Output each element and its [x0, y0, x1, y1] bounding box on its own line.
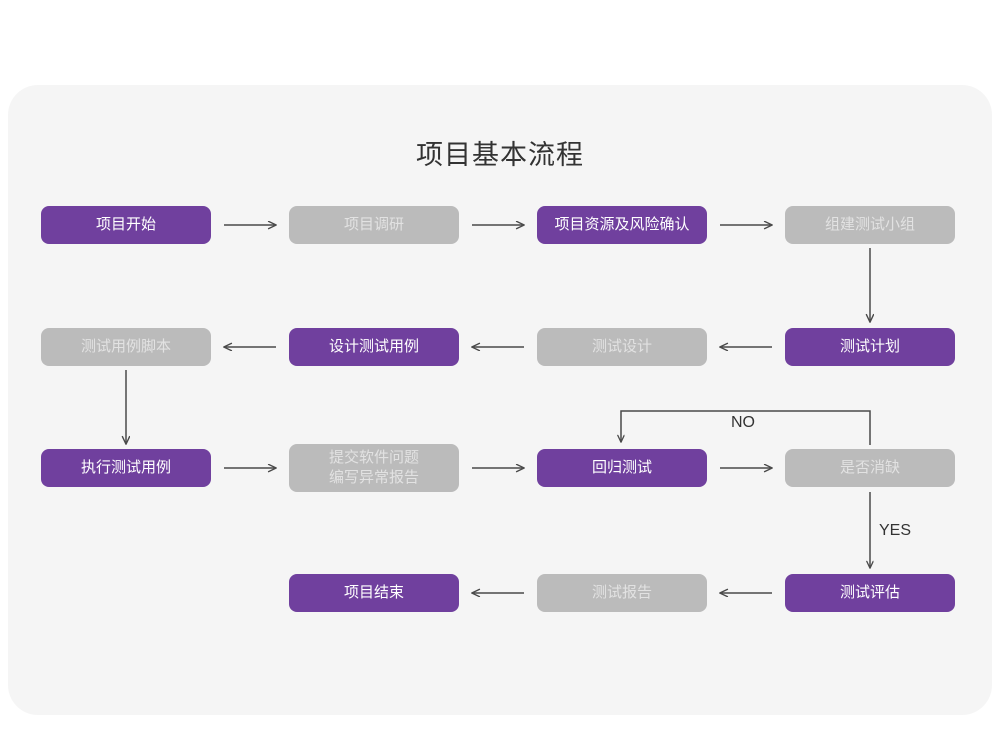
- node-execute-test-case[interactable]: 执行测试用例: [41, 449, 211, 487]
- node-submit-issue-report[interactable]: 提交软件问题 编写异常报告: [289, 444, 459, 492]
- node-regression-test[interactable]: 回归测试: [537, 449, 707, 487]
- node-project-research[interactable]: 项目调研: [289, 206, 459, 244]
- node-resource-risk-confirm[interactable]: 项目资源及风险确认: [537, 206, 707, 244]
- node-test-report[interactable]: 测试报告: [537, 574, 707, 612]
- node-form-test-team[interactable]: 组建测试小组: [785, 206, 955, 244]
- node-defect-cleared[interactable]: 是否消缺: [785, 449, 955, 487]
- edge-label-no: NO: [731, 414, 755, 431]
- page-title: 项目基本流程: [416, 140, 584, 170]
- edge-label-yes: YES: [879, 522, 912, 539]
- node-test-case-script[interactable]: 测试用例脚本: [41, 328, 211, 366]
- node-test-plan[interactable]: 测试计划: [785, 328, 955, 366]
- node-project-end[interactable]: 项目结束: [289, 574, 459, 612]
- diagram-card: [8, 85, 992, 715]
- node-design-test-case[interactable]: 设计测试用例: [289, 328, 459, 366]
- node-test-design[interactable]: 测试设计: [537, 328, 707, 366]
- node-project-start[interactable]: 项目开始: [41, 206, 211, 244]
- node-test-evaluation[interactable]: 测试评估: [785, 574, 955, 612]
